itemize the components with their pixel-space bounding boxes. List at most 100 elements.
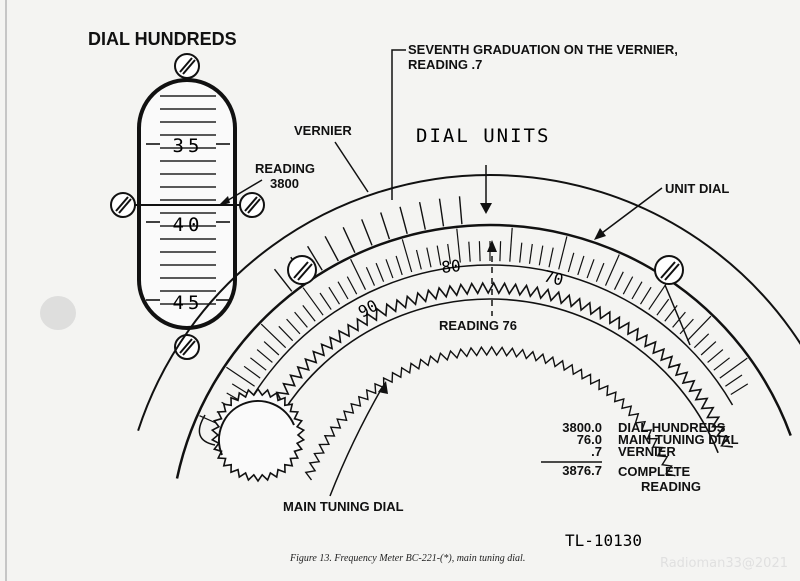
table-value-vernier: .7 (591, 444, 602, 459)
table-label-hundreds: DIAL HUNDREDS (618, 420, 726, 435)
unit-dial-tick (639, 286, 652, 305)
vernier-tick (307, 245, 323, 271)
unit-dial-tick (260, 323, 287, 349)
unit-dial-tick (478, 241, 481, 262)
unit-dial-tick (509, 227, 513, 262)
unit-dial-outer-rim (175, 223, 792, 479)
unit-dial-label: UNIT DIAL (665, 181, 729, 196)
vernier-tick (458, 196, 463, 225)
drum-number-35: 35 (173, 135, 204, 157)
figure-caption: Figure 13. Frequency Meter BC-221-(*), m… (290, 553, 526, 564)
outer-arc (137, 174, 800, 432)
unit-dial-tick (226, 366, 255, 387)
seventh-graduation-reading: READING .7 (408, 57, 482, 72)
unit-dial-tick (586, 259, 595, 279)
unit-dial-tick (679, 318, 694, 335)
unit-dial-tick (365, 267, 376, 286)
reading-3800-label: READING (255, 161, 315, 176)
unit-dial-tick (622, 276, 634, 295)
table-value-hundreds: 3800.0 (562, 420, 602, 435)
unit-dial-tick (395, 255, 403, 276)
unit-dial-scale (199, 227, 749, 431)
unit-dial-number-70: 70 (542, 266, 565, 289)
unit-dial-tick (725, 374, 743, 387)
unit-dial-tick (693, 333, 710, 349)
unit-dial-tick (263, 341, 280, 356)
unit-dial-tick (447, 243, 452, 264)
unit-dial-tick (346, 276, 358, 295)
arrow-head-icon (487, 240, 497, 252)
unit-dial-tick (700, 341, 717, 356)
vernier-scale (273, 196, 463, 292)
arrow-head-icon (480, 203, 492, 214)
unit-dial-tick (294, 311, 308, 328)
drum-scale-lines (146, 95, 230, 305)
dial-hundreds-title: DIAL HUNDREDS (88, 29, 237, 49)
knob-shadow (40, 296, 76, 330)
inner-gear-base (276, 298, 719, 454)
unit-dial-inner-rim (235, 264, 734, 428)
unit-dial-tick (302, 287, 324, 316)
unit-dial-tick (613, 271, 624, 290)
reading-76-label: READING 76 (439, 318, 517, 333)
table-label-total-2: READING (641, 479, 701, 494)
unit-dial-tick (664, 305, 678, 322)
unit-dial-arcs (137, 174, 800, 479)
drum-number-45: 45 (173, 292, 204, 314)
unit-dial-tick (278, 325, 294, 342)
unit-dial-tick (577, 255, 585, 276)
unit-dial-tick (328, 286, 341, 305)
table-label-total-1: COMPLETE (618, 464, 691, 479)
unit-dial-tick (656, 298, 670, 316)
screw-head-icon (174, 53, 200, 79)
vernier-tick (399, 206, 408, 234)
unit-dial-tick (604, 254, 620, 286)
unit-dial-tick (231, 383, 250, 396)
unit-dial-tick (319, 292, 332, 310)
unit-dial-tick (350, 258, 367, 290)
arrow-head-icon (594, 228, 606, 240)
vernier-tick (438, 198, 445, 227)
main-tuning-knob-gear (210, 387, 306, 483)
seventh-graduation-label: SEVENTH GRADUATION ON THE VERNIER, (408, 42, 678, 57)
unit-dial-tick (558, 236, 568, 270)
unit-dial-tick (686, 315, 712, 342)
unit-dial-tick (528, 243, 533, 264)
reading-table: 3800.0 DIAL HUNDREDS 76.0 MAIN TUNING DI… (541, 420, 739, 494)
figure-id: TL-10130 (565, 531, 642, 550)
vernier-label: VERNIER (294, 123, 352, 138)
unit-dial-tick (567, 252, 575, 273)
unit-dial-tick (468, 241, 471, 262)
table-value-total: 3876.7 (562, 463, 602, 478)
main-tuning-dial-label: MAIN TUNING DIAL (283, 499, 404, 514)
unit-dial-tick (672, 311, 686, 328)
unit-dial-tick (538, 245, 544, 266)
unit-dial-tick (713, 357, 730, 371)
unit-dial-tick (730, 383, 749, 396)
dial-edge-line (664, 284, 691, 346)
unit-dial-tick (426, 247, 432, 268)
unit-dial-tick (499, 241, 502, 262)
vernier-tick (380, 212, 391, 240)
knob-gear-rim (218, 400, 295, 456)
unit-dial-leader (597, 187, 663, 237)
unit-dial-number-80: 80 (440, 256, 461, 277)
unit-dial-tick (256, 349, 273, 363)
unit-dial-tick (548, 247, 554, 268)
screw-head-icon (110, 192, 136, 218)
unit-dial-tick (707, 349, 724, 363)
vernier-tick (418, 201, 426, 230)
unit-dial-tick (595, 262, 605, 282)
unit-dial-tick (719, 357, 748, 379)
unit-dial-tick (337, 281, 349, 300)
dial-units-label: DIAL UNITS (416, 125, 550, 147)
reading-3800-value: 3800 (270, 176, 299, 191)
vernier-leader (334, 141, 369, 193)
knob-gear-teeth (210, 387, 306, 483)
vernier-tick (324, 235, 339, 262)
unit-dial-tick (631, 281, 643, 300)
arrow-head-icon (378, 381, 388, 394)
unit-dial-tick (302, 305, 316, 322)
main-tuning-leader (329, 385, 384, 497)
